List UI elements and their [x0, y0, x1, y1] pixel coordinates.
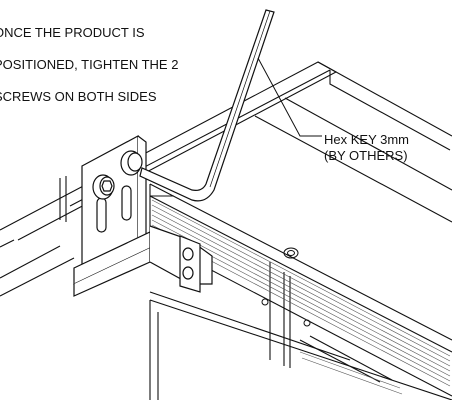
- callout-leader: [257, 57, 322, 137]
- instruction-line-2: POSITIONED, TIGHTEN THE 2: [0, 57, 179, 72]
- screw-icon: [92, 150, 194, 280]
- callout-line-1: Hex KEY 3mm: [324, 132, 410, 147]
- rail-holes: [261, 247, 311, 327]
- hex-key-callout: Hex KEY 3mm (BY OTHERS): [324, 132, 409, 164]
- hex-key-icon: [139, 9, 275, 202]
- main-rail: [149, 183, 452, 400]
- assembly-instruction: ONCE THE PRODUCT IS POSITIONED, TIGHTEN …: [0, 9, 224, 121]
- callout-line-2: (BY OTHERS): [324, 148, 408, 163]
- rail-hatching: [151, 199, 451, 395]
- instruction-line-3: SCREWS ON BOTH SIDES: [0, 89, 157, 104]
- instruction-line-1: ONCE THE PRODUCT IS: [0, 25, 145, 40]
